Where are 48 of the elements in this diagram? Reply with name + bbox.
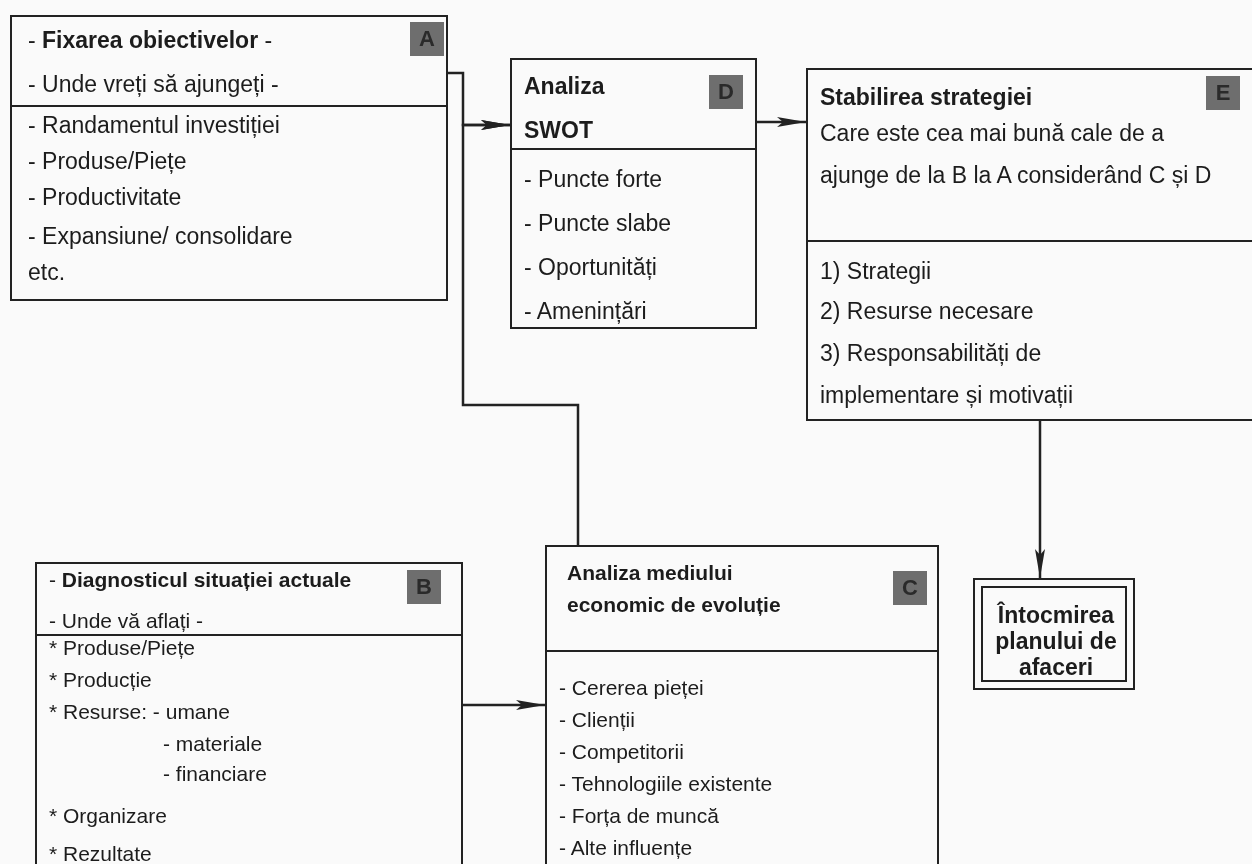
business-plan-box: [973, 578, 1135, 690]
letter-badge: C: [893, 571, 927, 605]
arrow: [757, 117, 806, 127]
list-item: - financiare: [163, 762, 267, 786]
list-item: * Resurse: - umane: [49, 700, 230, 724]
list-item: - Clienții: [559, 707, 635, 733]
list-item: 3) Responsabilități de implementare și motivații: [820, 339, 1075, 410]
box-heading: Stabilirea strategiei: [820, 83, 1033, 112]
list-item: - Expansiune/ consolidare etc.: [28, 222, 294, 287]
list-item: * Organizare: [49, 804, 167, 828]
box-heading: - Diagnosticul situației actuale: [49, 568, 353, 592]
box-heading: Analiza mediului economic de evoluție: [567, 560, 782, 618]
diagnosis-box: [35, 562, 463, 864]
list-item: Care este cea mai bună cale de a ajunge de la B la A considerând C și D: [820, 119, 1213, 190]
list-item: - Unde vreți să ajungeți -: [28, 70, 279, 99]
arrow: [461, 120, 580, 545]
letter-badge: D: [709, 75, 743, 109]
list-item: - Cererea pieței: [559, 675, 704, 701]
list-item: * Produse/Piețe: [49, 636, 195, 660]
list-item: - Oportunități: [524, 253, 657, 282]
list-item: - Amenințări: [524, 297, 647, 326]
arrow: [1035, 421, 1045, 578]
box-heading: Întocmirea planului de afaceri: [994, 602, 1118, 680]
list-item: - Tehnologiile existente: [559, 771, 773, 797]
arrow: [463, 700, 545, 710]
box-heading: - Fixarea obiectivelor -: [28, 26, 273, 55]
letter-badge: A: [410, 22, 444, 56]
goal-box: [10, 15, 448, 301]
list-item: 1) Strategii: [820, 257, 932, 286]
list-item: - Puncte forte: [524, 165, 663, 194]
list-item: - Unde vă aflați -: [49, 609, 204, 633]
list-item: - Produse/Piețe: [28, 147, 187, 176]
list-item: - Productivitate: [28, 183, 182, 212]
list-item: 2) Resurse necesare: [820, 297, 1034, 326]
list-item: * Producție: [49, 668, 152, 692]
list-item: - Puncte slabe: [524, 209, 672, 238]
strategy-box: [806, 68, 1252, 421]
letter-badge: E: [1206, 76, 1240, 110]
list-item: - materiale: [163, 732, 263, 756]
list-item: - Alte influențe: [559, 835, 693, 861]
letter-badge: B: [407, 570, 441, 604]
environment-box: [545, 545, 939, 864]
list-item: - Competitorii: [559, 739, 684, 765]
swot-box: [510, 58, 757, 329]
list-item: * Rezultate: [49, 842, 152, 864]
box-heading: Analiza SWOT: [524, 72, 606, 145]
list-item: - Forța de muncă: [559, 803, 719, 829]
list-item: - Randamentul investiției: [28, 111, 280, 140]
